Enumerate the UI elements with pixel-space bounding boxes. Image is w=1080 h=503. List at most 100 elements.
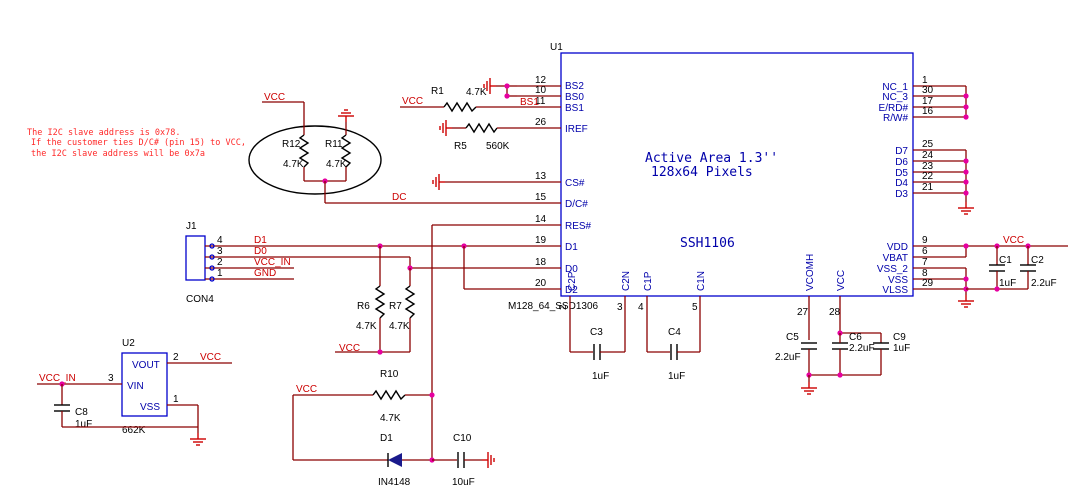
right-side-wiring: VCC C1 1uF C2 2.2uF <box>957 86 1068 308</box>
ground-symbol <box>439 119 453 137</box>
pin-num-2: 2 <box>558 304 569 310</box>
pin-num-11: 11 <box>535 96 546 107</box>
pin-num-8: 8 <box>922 268 928 279</box>
r10-ref: R10 <box>380 369 399 380</box>
pin-num-24: 24 <box>922 150 934 161</box>
pin-num-1: 1 <box>922 75 928 86</box>
ground-symbol <box>957 201 975 215</box>
pin-num-3: 3 <box>617 302 623 313</box>
charge-pump-caps: C3 1uF C4 1uF <box>570 327 700 382</box>
pin-num-6: 6 <box>922 246 928 257</box>
c4-ref: C4 <box>668 327 681 338</box>
bs-config-network: VCC R1 4.7K BS1 R5 560K <box>400 77 539 191</box>
pin-name-nc1: NC_1 <box>882 82 908 93</box>
c3-ref: C3 <box>590 327 603 338</box>
pin-name-vbat: VBAT <box>883 253 908 264</box>
pin-name-vcomh: VCOMH <box>805 254 816 291</box>
r6-value: 4.7K <box>356 321 377 332</box>
pin-num-28: 28 <box>829 307 841 318</box>
pin-num-19: 19 <box>535 235 547 246</box>
c8-value: 1uF <box>75 419 92 430</box>
ic-u1-bottom-pins: 2 C2P 3 C2N 4 C1P 5 C1N 27 VCOMH 28 VCC <box>558 254 847 352</box>
j1-pin-1: 1 <box>217 268 223 279</box>
connector-j1: J1 CON4 4 D1 3 D0 2 VCC_IN 1 GND <box>185 221 517 305</box>
u2-part: 662K <box>122 425 146 436</box>
note-line1: The I2C slave address is 0x78. <box>27 128 181 138</box>
pin-num-12: 12 <box>535 75 547 86</box>
pin-name-d1: D1 <box>565 242 578 253</box>
ground-symbol <box>800 381 818 395</box>
c1-value: 1uF <box>999 278 1016 289</box>
u2-pin-vss: VSS <box>140 402 160 413</box>
j1-part: CON4 <box>186 294 214 305</box>
pin-name-c2n: C2N <box>621 271 632 291</box>
ic-u1-footprint: M128_64_SSD1306 <box>508 301 599 312</box>
net-label-dc: DC <box>392 192 406 203</box>
ic-u1-left-pins: 12 BS2 10 BS0 11 BS1 26 IREF 13 CS# 15 D… <box>517 75 592 296</box>
pin-num-7: 7 <box>922 257 928 268</box>
pin-num-14: 14 <box>535 214 547 225</box>
r12-value: 4.7K <box>283 159 304 170</box>
note-line3: the I2C slave address will be 0x7a <box>31 149 205 159</box>
ic-u1-ref: U1 <box>550 42 563 53</box>
ground-symbol <box>957 294 975 308</box>
pin-name-vlss: VLSS <box>882 285 908 296</box>
d1-value: IN4148 <box>378 477 411 488</box>
pin-name-bs2: BS2 <box>565 81 584 92</box>
pin-num-4: 4 <box>638 302 644 313</box>
c3-value: 1uF <box>592 371 609 382</box>
ic-u1-right-pins: 1 NC_1 30 NC_3 17 E/RD# 16 R/W# 25 D7 24… <box>877 75 966 296</box>
pin-num-25: 25 <box>922 139 934 150</box>
pin-name-erd: E/RD# <box>879 103 909 114</box>
pin-name-bs0: BS0 <box>565 92 584 103</box>
ic-u1-area-line1: Active Area 1.3'' <box>645 151 778 166</box>
j1-net-vccin: VCC_IN <box>254 257 291 268</box>
pin-name-rw: R/W# <box>883 113 908 124</box>
r11-value: 4.7K <box>326 159 347 170</box>
pin-name-d2: D2 <box>565 285 578 296</box>
j1-net-d1: D1 <box>254 235 267 246</box>
dc-select-resistors: VCC R12 4.7K R11 4.7K DC <box>248 92 517 204</box>
pin-num-15: 15 <box>535 192 547 203</box>
r12-ref: R12 <box>282 139 301 150</box>
pin-name-d6: D6 <box>895 157 908 168</box>
u2-pin-num-2: 2 <box>173 352 179 363</box>
j1-ref: J1 <box>186 221 197 232</box>
pin-num-21: 21 <box>922 182 934 193</box>
i2c-bus-wiring: R6 4.7K R7 4.7K VCC <box>335 243 517 355</box>
pin-num-17: 17 <box>922 96 934 107</box>
pin-name-c1p: C1P <box>643 271 654 291</box>
u2-ref: U2 <box>122 338 135 349</box>
pin-name-cs: CS# <box>565 178 585 189</box>
pin-name-vss2: VSS_2 <box>877 264 909 275</box>
pin-name-d7: D7 <box>895 146 908 157</box>
r11-ref: R11 <box>325 139 343 150</box>
pin-num-27: 27 <box>797 307 809 318</box>
resistor-r11 <box>340 134 352 168</box>
r5-value: 560K <box>486 141 510 152</box>
c9-value: 1uF <box>893 343 910 354</box>
highlight-ellipse <box>248 125 382 195</box>
note-line2: If the customer ties D/C# (pin 15) to VC… <box>31 138 246 148</box>
r1-ref: R1 <box>431 86 444 97</box>
pin-num-13: 13 <box>535 171 547 182</box>
pin-name-c1n: C1N <box>696 271 707 291</box>
j1-net-d0: D0 <box>254 246 267 257</box>
j1-pin-4: 4 <box>217 235 223 246</box>
c6-value: 2.2uF <box>849 343 875 354</box>
c1-ref: C1 <box>999 255 1012 266</box>
pin-num-20: 20 <box>535 278 547 289</box>
c2-value: 2.2uF <box>1031 278 1057 289</box>
ground-symbol <box>432 173 446 191</box>
pin-name-vss: VSS <box>888 275 908 286</box>
pin-num-18: 18 <box>535 257 547 268</box>
j1-pin-3: 3 <box>217 246 223 257</box>
net-label-bs1: BS1 <box>520 97 539 108</box>
net-label-vcc: VCC <box>1003 235 1024 246</box>
pin-num-30: 30 <box>922 85 934 96</box>
net-label-vcc: VCC <box>402 96 423 107</box>
ic-u1-body <box>560 52 914 297</box>
ic-u1-area-line2: 128x64 Pixels <box>651 165 753 180</box>
j1-pin-2: 2 <box>217 257 223 268</box>
